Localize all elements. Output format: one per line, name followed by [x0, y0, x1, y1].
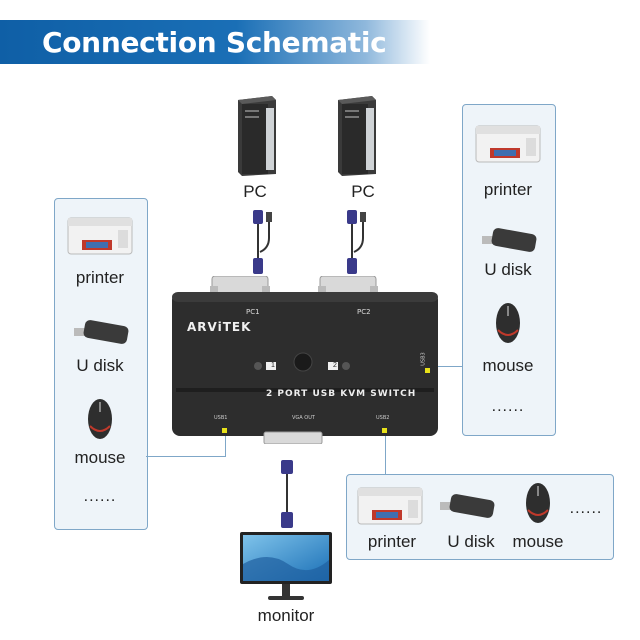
- right-more-dots: ......: [491, 398, 525, 415]
- switch-button-1-label: 1: [271, 362, 275, 369]
- switch-brand-logo: ARViTEK: [187, 320, 252, 334]
- bottom-printer-label: printer: [367, 532, 417, 551]
- switch-model-label: 2 PORT USB KVM SWITCH: [266, 389, 417, 399]
- left-printer-label: printer: [75, 268, 125, 287]
- left-udisk-label: U disk: [76, 356, 124, 375]
- vga-cable-icon: [347, 210, 366, 274]
- left-more-dots: ......: [83, 488, 117, 505]
- mouse-icon: [88, 399, 112, 439]
- bottom-udisk-label: U disk: [447, 532, 495, 551]
- right-udisk-label: U disk: [484, 260, 532, 279]
- kvm-switch-body: [172, 276, 438, 444]
- printer-icon: [357, 487, 423, 525]
- switch-port-pc1-label: PC1: [246, 308, 260, 316]
- pc1-label: PC: [243, 182, 267, 201]
- switch-vga-out-label: VGA OUT: [292, 415, 315, 421]
- connector-line: [385, 434, 386, 474]
- bottom-mouse-label: mouse: [512, 532, 564, 551]
- bottom-more-dots: ......: [569, 500, 603, 517]
- switch-usb3-label: USB3: [420, 352, 427, 366]
- switch-button-2-label: 2: [333, 362, 337, 369]
- switch-usb1-label: USB1: [214, 415, 228, 421]
- page-title: Connection Schematic: [42, 26, 387, 59]
- connector-line: [146, 456, 226, 457]
- vga-cable-icon: [253, 210, 272, 274]
- title-banner: [0, 20, 430, 64]
- usb-drive-icon: [74, 320, 129, 344]
- connector-line: [430, 366, 462, 367]
- vga-cable-icon: [281, 460, 293, 528]
- printer-icon: [67, 217, 133, 255]
- right-printer-label: printer: [483, 180, 533, 199]
- connector-line: [225, 436, 226, 457]
- usb-drive-icon: [440, 494, 495, 518]
- switch-port-pc2-label: PC2: [357, 308, 371, 316]
- mouse-icon: [496, 303, 520, 343]
- left-mouse-label: mouse: [74, 448, 126, 467]
- tower-pc-icon: [338, 96, 376, 176]
- switch-usb2-label: USB2: [376, 415, 390, 421]
- pc2-label: PC: [351, 182, 375, 201]
- printer-icon: [475, 125, 541, 163]
- usb-drive-icon: [482, 228, 537, 252]
- mouse-icon: [526, 483, 550, 523]
- monitor-label: monitor: [257, 606, 315, 625]
- tower-pc-icon: [238, 96, 276, 176]
- right-mouse-label: mouse: [482, 356, 534, 375]
- monitor-icon: [240, 532, 332, 600]
